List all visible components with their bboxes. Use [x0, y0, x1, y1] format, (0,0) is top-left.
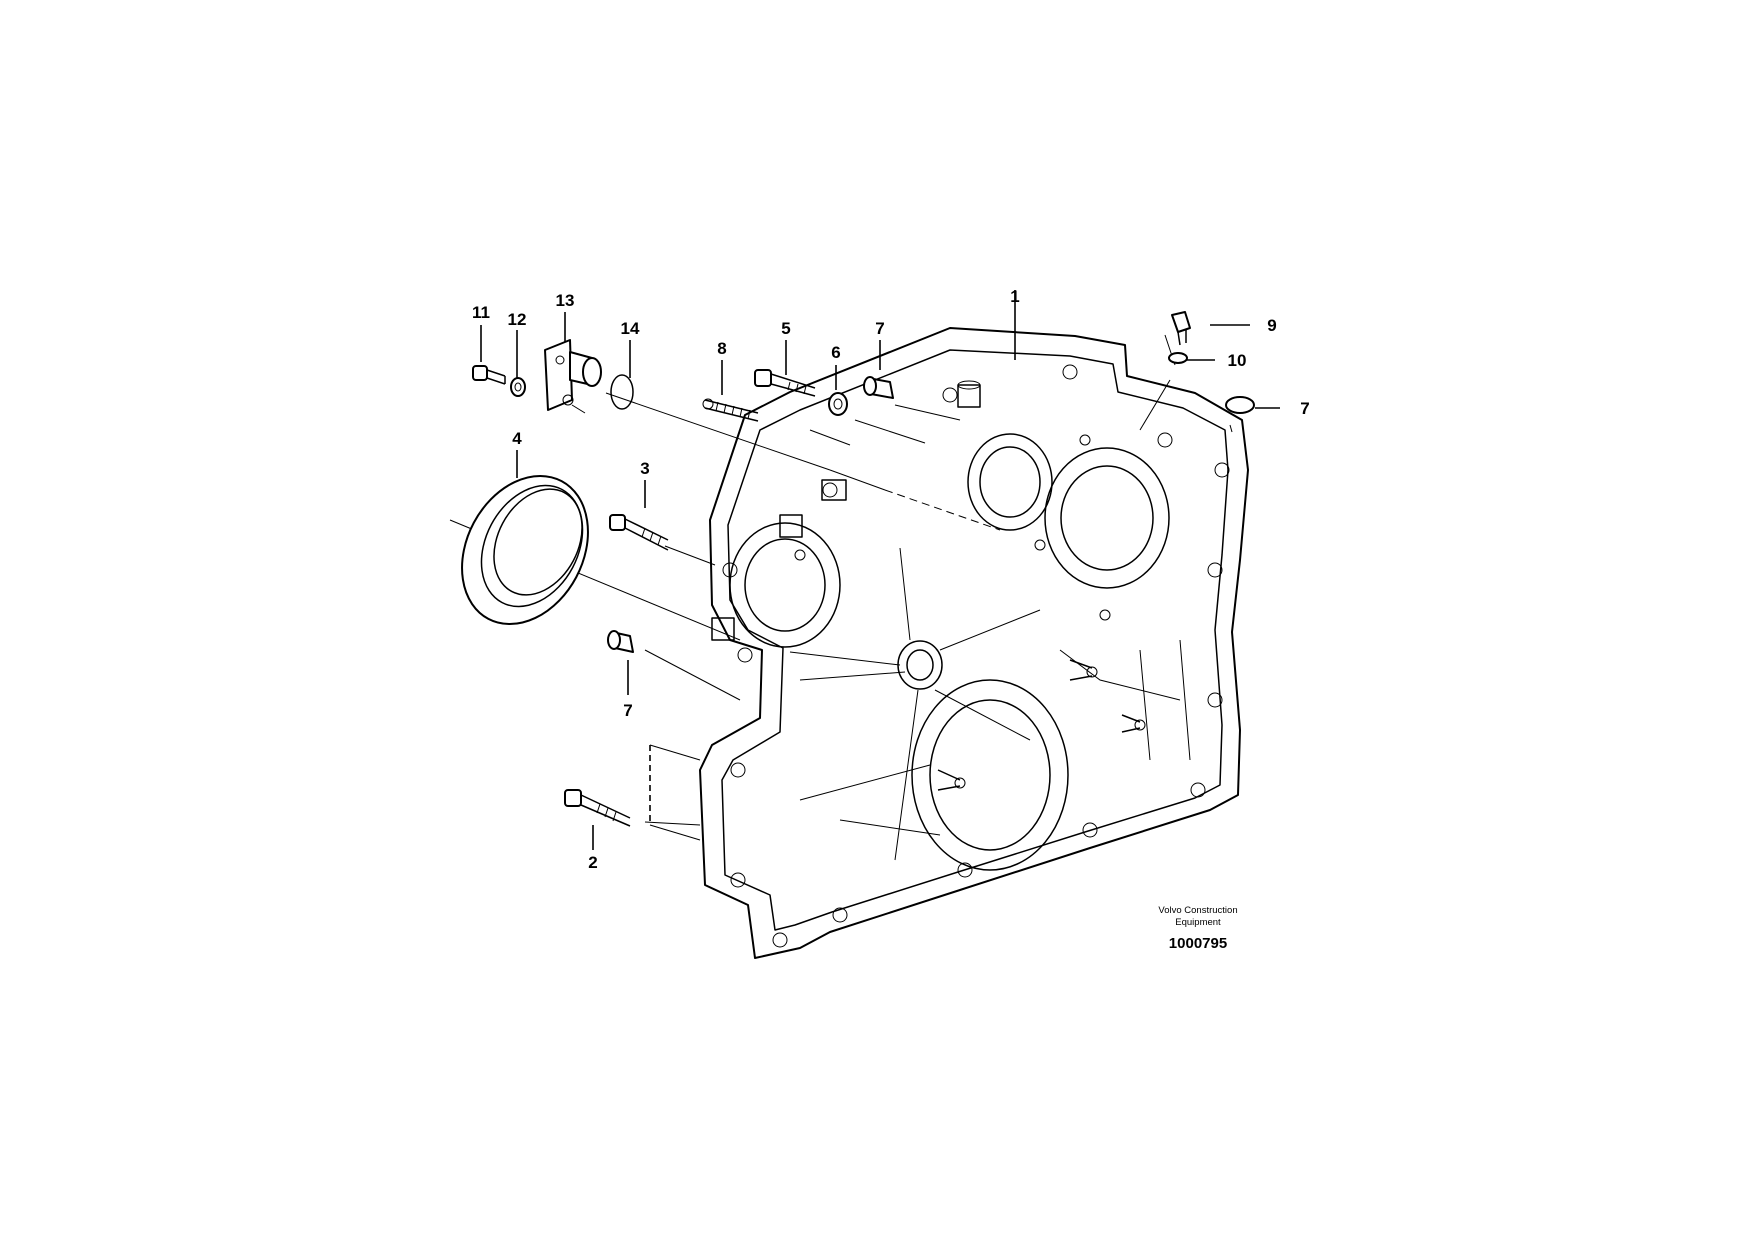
callout-3: 3: [640, 459, 649, 478]
seal-ring-4: [461, 474, 589, 626]
callout-13: 12: [508, 310, 527, 329]
washer-6: [828, 392, 848, 416]
callout-5: 5: [781, 319, 790, 338]
plug-9: [1225, 396, 1255, 414]
callout-leaders: [480, 312, 1280, 850]
credit-line-1: Volvo Construction: [1158, 905, 1237, 916]
bolt-5: [754, 369, 816, 397]
callout-8: 8: [717, 339, 726, 358]
sleeve-7-top: [863, 376, 894, 399]
callout-10: 9: [1267, 316, 1276, 335]
timing-gear-housing: [699, 327, 1249, 959]
callout-9: 7: [1300, 399, 1309, 418]
callout-15: 14: [621, 319, 640, 338]
sleeve-7-bottom: [607, 630, 634, 653]
credit-line-2: Equipment: [1175, 917, 1221, 928]
drawing-credit: Volvo Construction Equipment 1000795: [1158, 905, 1237, 952]
bolt-2: [564, 789, 631, 827]
housing-bolt-holes: [722, 364, 1230, 948]
callout-labels: 11 12 13 14 8 5 6 7 1 9 10 7 4 3 7 2: [472, 287, 1310, 872]
callout-7-top: 7: [875, 319, 884, 338]
housing-studs: [937, 659, 1146, 791]
washer-11: [1168, 352, 1188, 364]
drawing-number: 1000795: [1169, 935, 1227, 952]
bolt-3: [609, 514, 669, 551]
callout-4: 4: [512, 429, 522, 448]
callout-12: 11: [472, 303, 490, 322]
callout-11: 10: [1228, 351, 1247, 370]
washer-13: [510, 377, 526, 397]
stud-8: [702, 398, 759, 422]
callout-6: 6: [831, 343, 840, 362]
sensor-holder-14: [544, 339, 602, 414]
callout-7-bottom: 7: [623, 701, 632, 720]
plug-10: [1171, 311, 1191, 346]
callout-1: 1: [1010, 287, 1019, 306]
callout-14: 13: [556, 291, 575, 310]
bolt-12: [472, 365, 506, 385]
callout-2: 2: [588, 853, 597, 872]
o-ring-15: [610, 374, 634, 410]
